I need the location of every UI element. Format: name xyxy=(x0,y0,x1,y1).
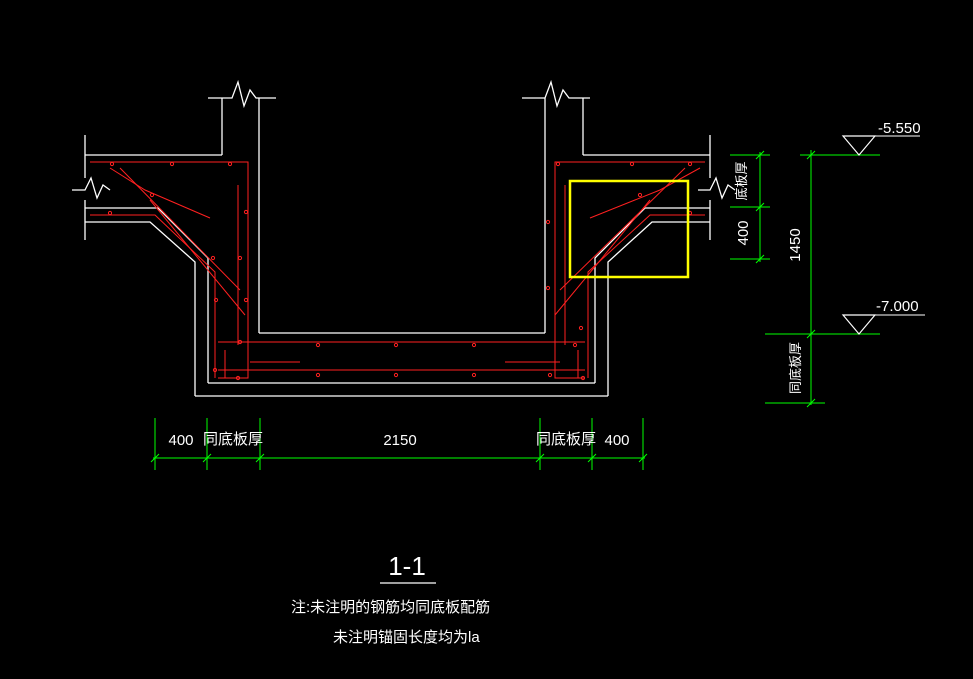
right-dimension-lines xyxy=(730,150,880,408)
bottom-dimension-labels: 400 同底板厚 2150 同底板厚 400 xyxy=(168,430,629,449)
elevation-triangle-icon xyxy=(841,314,877,335)
elevation-bottom-label: -7.000 xyxy=(876,298,919,315)
elevation-triangle-icon xyxy=(841,135,877,156)
dim-slab-thickness: 底板厚 xyxy=(734,161,749,200)
elevation-top-label: -5.550 xyxy=(878,120,921,137)
rebar-dots xyxy=(107,161,693,381)
note-line-1: 注:未注明的钢筋均同底板配筋 xyxy=(291,598,490,616)
section-title: 1-1 xyxy=(380,551,436,584)
bottom-dimension-lines xyxy=(150,418,648,470)
dim-left-wall: 同底板厚 xyxy=(203,430,263,448)
concrete-outline xyxy=(72,79,736,397)
note-line-2: 未注明锚固长度均为la xyxy=(333,629,480,646)
dim-left-offset: 400 xyxy=(168,432,193,449)
dim-total-depth: 1450 xyxy=(787,228,804,261)
dim-pit-width: 2150 xyxy=(383,432,416,449)
elevation-marker-bottom: -7.000 xyxy=(841,298,925,335)
drawing-notes: 注:未注明的钢筋均同底板配筋 未注明锚固长度均为la xyxy=(291,598,490,646)
highlight-box[interactable] xyxy=(568,179,690,279)
elevation-marker-top: -5.550 xyxy=(841,120,921,156)
dim-haunch: 400 xyxy=(735,220,752,245)
dim-right-wall: 同底板厚 xyxy=(536,430,596,448)
rebar-lines xyxy=(90,161,705,379)
right-dimension-labels: 底板厚 400 1450 同底板厚 xyxy=(734,161,804,394)
section-label: 1-1 xyxy=(388,551,426,581)
dim-bottom-thickness: 同底板厚 xyxy=(788,342,803,394)
dim-right-offset: 400 xyxy=(604,432,629,449)
